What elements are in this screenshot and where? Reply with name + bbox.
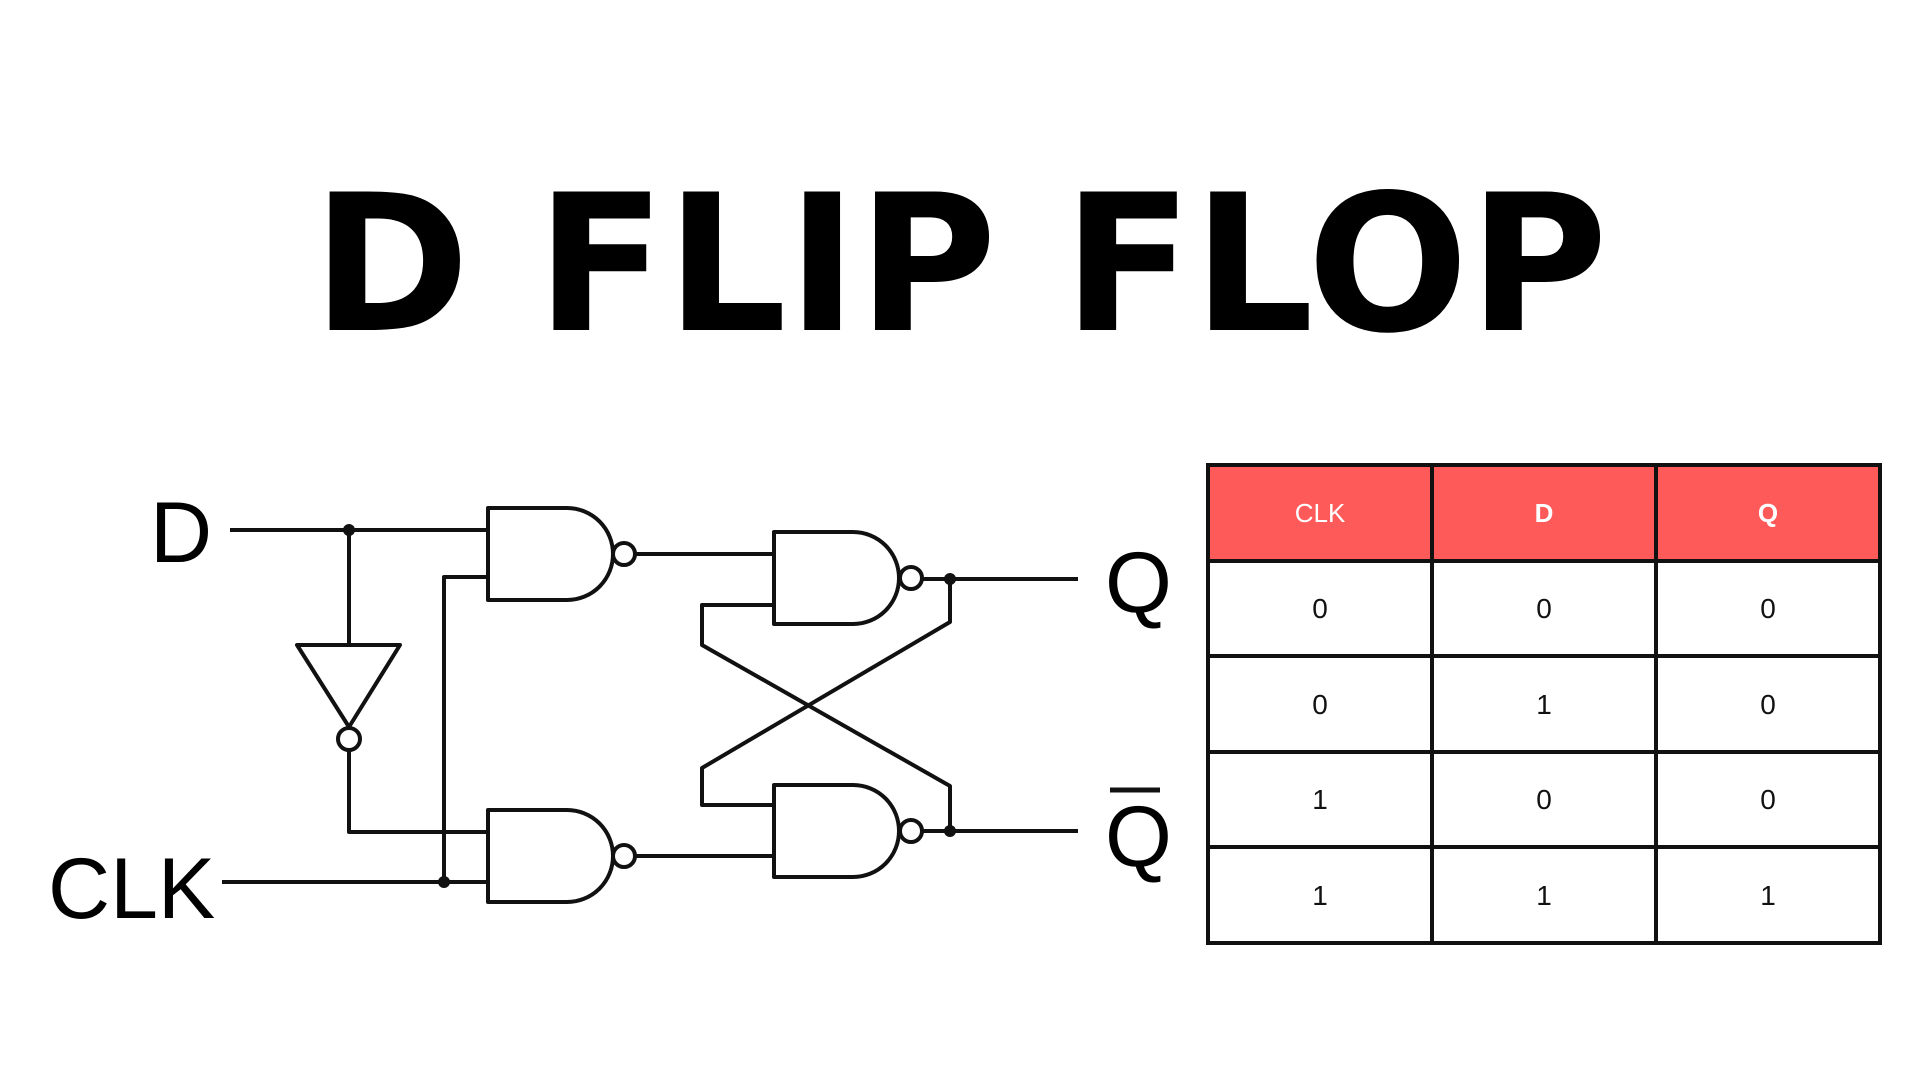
junction-q-bar <box>944 825 956 837</box>
table-cell: 1 <box>1536 880 1552 911</box>
nand-bubble-upper-left <box>611 541 637 567</box>
nand-gate-lower-left <box>486 808 615 904</box>
wire-feedback-q-to-lower <box>700 579 952 807</box>
nand-gate-upper-right <box>772 530 901 626</box>
nand-gate-lower-right <box>772 783 901 879</box>
nand-bubble-upper-right <box>898 565 924 591</box>
input-label-d: D <box>150 485 212 581</box>
circuit-diagram: D CLK Q Q <box>48 485 1172 937</box>
table-header-clk: CLK <box>1295 498 1346 528</box>
table-cell: 0 <box>1312 593 1328 624</box>
output-label-q: Q <box>1105 535 1172 631</box>
wire-feedback-qbar-to-upper <box>700 603 952 831</box>
not-gate-bubble <box>336 726 362 752</box>
table-cell: 0 <box>1536 784 1552 815</box>
output-label-q-bar: Q <box>1105 789 1172 885</box>
table-header-q: Q <box>1758 498 1778 528</box>
junction-q <box>944 573 956 585</box>
table-border <box>1206 463 1882 945</box>
nand-bubble-lower-right <box>898 818 924 844</box>
table-cell: 0 <box>1760 784 1776 815</box>
table-cell: 1 <box>1312 784 1328 815</box>
page-title: D FLIP FLOP <box>312 154 1608 375</box>
table-cell: 0 <box>1760 593 1776 624</box>
nand-gate-upper-left <box>486 506 615 602</box>
input-label-clk: CLK <box>48 841 215 937</box>
table-cell: 1 <box>1536 689 1552 720</box>
table-header-row <box>1208 465 1880 561</box>
wire-inverter-to-lower-nand <box>347 750 488 834</box>
table-cell: 0 <box>1760 689 1776 720</box>
not-gate <box>295 643 402 729</box>
table-cell: 0 <box>1312 689 1328 720</box>
table-cell: 1 <box>1312 880 1328 911</box>
wire-clk-to-upper-nand <box>442 575 488 882</box>
table-header-d: D <box>1535 498 1554 528</box>
truth-table: CLK D Q 0 0 0 0 1 0 1 0 0 1 1 1 <box>1206 463 1882 945</box>
table-cell: 1 <box>1760 880 1776 911</box>
table-cell: 0 <box>1536 593 1552 624</box>
nand-bubble-lower-left <box>611 843 637 869</box>
